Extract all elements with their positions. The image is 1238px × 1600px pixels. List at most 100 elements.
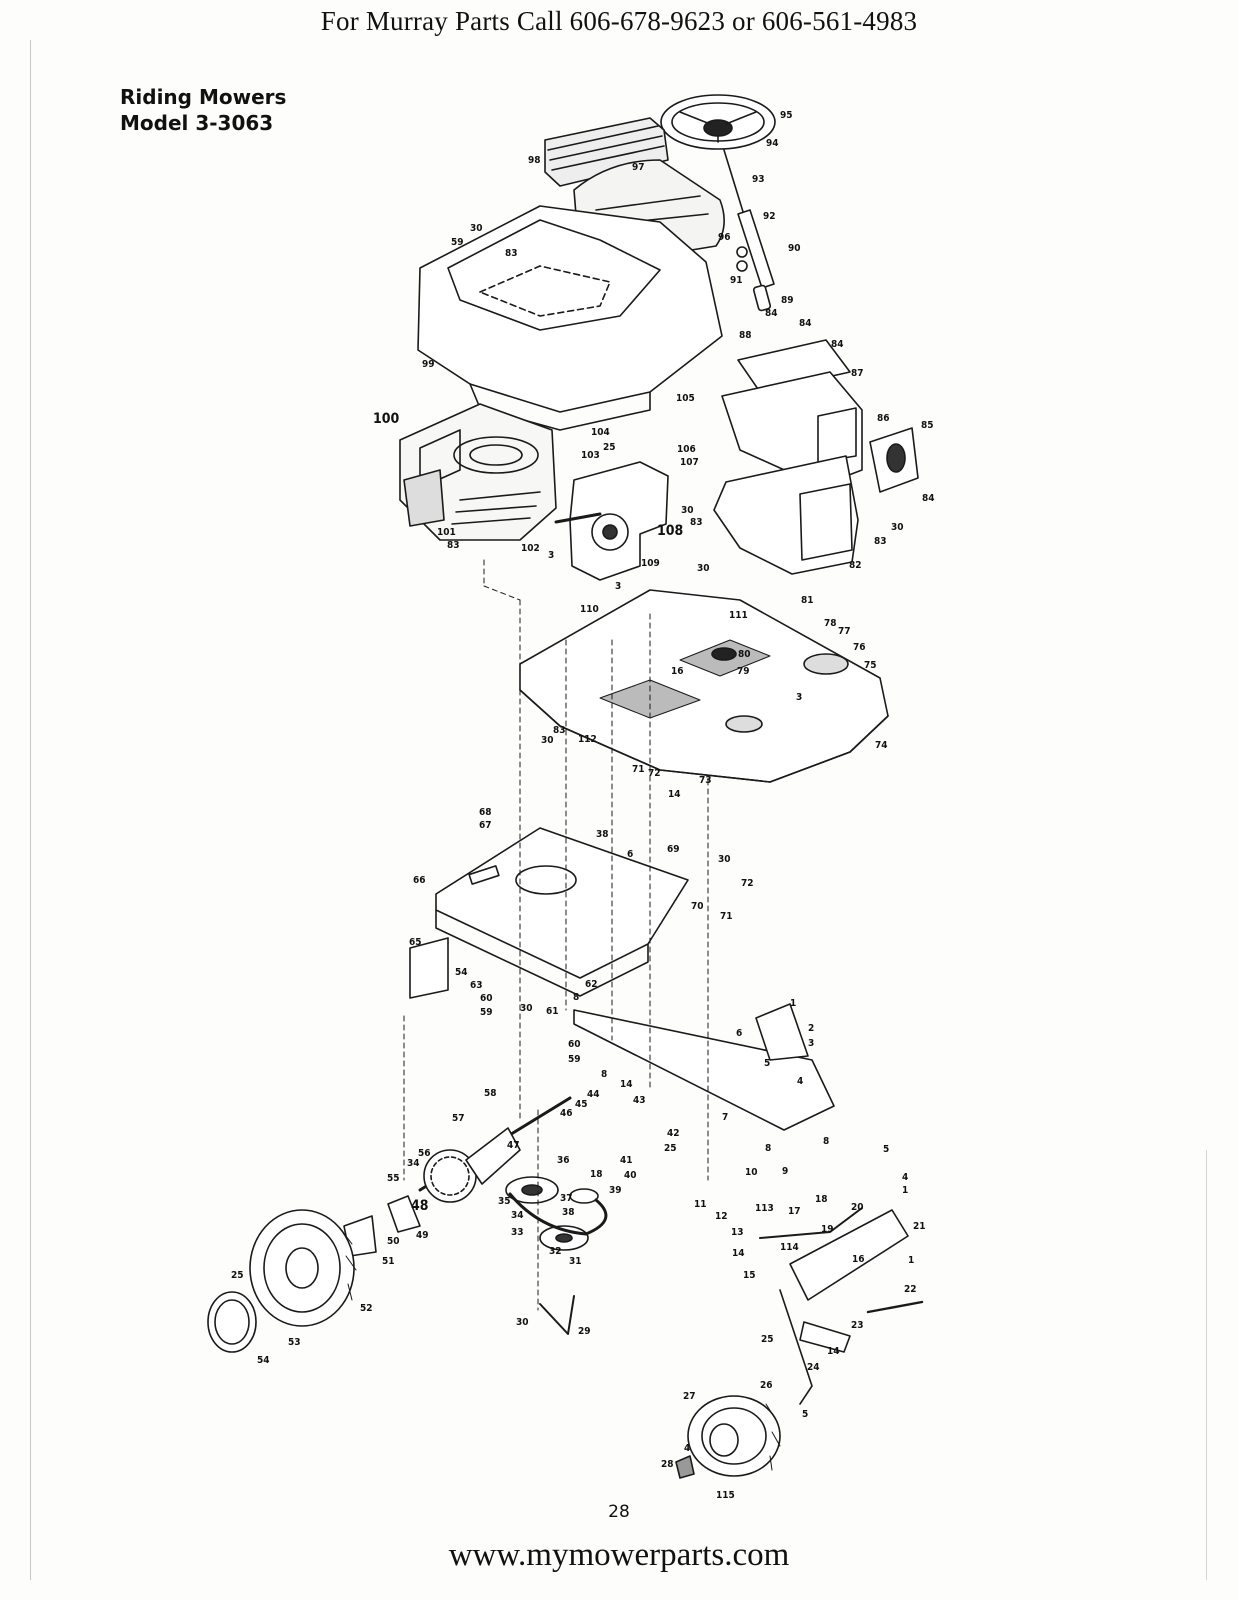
part-callout: 115 — [716, 1490, 735, 1501]
part-callout: 2 — [808, 1023, 814, 1034]
part-callout: 109 — [641, 558, 660, 569]
part-callout: 7 — [722, 1112, 728, 1123]
front-axle — [759, 1207, 924, 1405]
part-callout: 102 — [521, 543, 540, 554]
part-callout: 95 — [780, 110, 793, 121]
part-callout: 25 — [664, 1143, 677, 1154]
part-callout: 66 — [413, 875, 426, 886]
part-callout: 4 — [902, 1172, 908, 1183]
part-callout: 25 — [231, 1270, 244, 1281]
part-callout: 41 — [620, 1155, 633, 1166]
part-callout: 19 — [821, 1224, 834, 1235]
part-callout: 38 — [562, 1207, 575, 1218]
part-callout: 82 — [849, 560, 862, 571]
part-callout: 58 — [484, 1088, 497, 1099]
part-callout: 61 — [546, 1006, 559, 1017]
part-callout: 5 — [802, 1409, 808, 1420]
part-callout: 98 — [528, 155, 541, 166]
part-callout: 70 — [691, 901, 704, 912]
part-callout: 8 — [573, 992, 579, 1003]
part-callout: 111 — [729, 610, 748, 621]
part-callout: 31 — [569, 1256, 582, 1267]
part-callout: 112 — [578, 734, 597, 745]
part-callout: 114 — [780, 1242, 799, 1253]
part-callout: 91 — [730, 275, 743, 286]
model-title: Riding Mowers Model 3-3063 — [120, 84, 286, 136]
part-callout: 43 — [633, 1095, 646, 1106]
part-callout: 4 — [684, 1443, 690, 1454]
part-callout: 38 — [596, 829, 609, 840]
part-callout: 5 — [764, 1058, 770, 1069]
part-callout: 8 — [601, 1069, 607, 1080]
part-callout: 28 — [661, 1459, 674, 1470]
part-callout: 92 — [763, 211, 776, 222]
steering-wheel — [660, 94, 776, 150]
part-callout: 46 — [560, 1108, 573, 1119]
part-callout: 54 — [257, 1355, 270, 1366]
part-callout: 35 — [498, 1196, 511, 1207]
part-callout: 103 — [581, 450, 600, 461]
part-callout: 86 — [877, 413, 890, 424]
part-callout: 80 — [738, 649, 751, 660]
part-callout: 3 — [808, 1038, 814, 1049]
part-callout: 53 — [288, 1337, 301, 1348]
part-callout: 21 — [913, 1221, 926, 1232]
title-line-1: Riding Mowers — [120, 85, 287, 109]
steering-column — [723, 149, 775, 312]
part-callout: 60 — [568, 1039, 581, 1050]
part-callout: 59 — [568, 1054, 581, 1065]
part-callout: 113 — [755, 1203, 774, 1214]
part-callout: 83 — [690, 517, 703, 528]
part-callout: 34 — [511, 1210, 524, 1221]
part-callout: 30 — [697, 563, 710, 574]
part-callout: 72 — [741, 878, 754, 889]
scan-edge-right — [1206, 1150, 1207, 1580]
part-callout: 1 — [908, 1255, 914, 1266]
scan-edge-left — [30, 40, 31, 1580]
part-callout: 81 — [801, 595, 814, 606]
part-callout: 84 — [765, 308, 778, 319]
part-callout: 100 — [373, 411, 400, 427]
part-callout: 12 — [715, 1211, 728, 1222]
part-callout: 88 — [739, 330, 752, 341]
part-callout: 8 — [823, 1136, 829, 1147]
part-callout: 29 — [578, 1326, 591, 1337]
part-callout: 84 — [922, 493, 935, 504]
callout-layer: 9594939290918984848884879897963059839910… — [231, 110, 935, 1501]
part-callout: 23 — [851, 1320, 864, 1331]
transmission — [554, 461, 669, 581]
header-phone-line: For Murray Parts Call 606-678-9623 or 60… — [320, 6, 918, 36]
part-callout: 16 — [671, 666, 684, 677]
footer-url: www.mymowerparts.com — [448, 1537, 790, 1573]
part-callout: 59 — [480, 1007, 493, 1018]
part-callout: 110 — [580, 604, 599, 615]
part-callout: 76 — [853, 642, 866, 653]
part-callout: 18 — [815, 1194, 828, 1205]
part-callout: 71 — [720, 911, 733, 922]
part-callout: 44 — [587, 1089, 600, 1100]
part-callout: 39 — [609, 1185, 622, 1196]
part-callout: 65 — [409, 937, 422, 948]
part-callout: 108 — [657, 523, 683, 539]
part-callout: 84 — [831, 339, 844, 350]
main-frame — [409, 827, 689, 999]
part-callout: 90 — [788, 243, 801, 254]
part-callout: 89 — [781, 295, 794, 306]
part-callout: 33 — [511, 1227, 524, 1238]
part-callout: 16 — [852, 1254, 865, 1265]
part-callout: 73 — [699, 775, 712, 786]
part-callout: 75 — [864, 660, 877, 671]
part-callout: 14 — [732, 1248, 745, 1259]
part-callout: 83 — [447, 540, 460, 551]
part-callout: 20 — [851, 1202, 864, 1213]
part-callout: 77 — [838, 626, 851, 637]
part-callout: 50 — [387, 1236, 400, 1247]
part-callout: 26 — [760, 1380, 773, 1391]
part-callout: 30 — [520, 1003, 533, 1014]
part-callout: 34 — [407, 1158, 420, 1169]
part-callout: 94 — [766, 138, 779, 149]
part-callout: 18 — [590, 1169, 603, 1180]
part-callout: 36 — [557, 1155, 570, 1166]
part-callout: 6 — [736, 1028, 742, 1039]
part-callout: 69 — [667, 844, 680, 855]
